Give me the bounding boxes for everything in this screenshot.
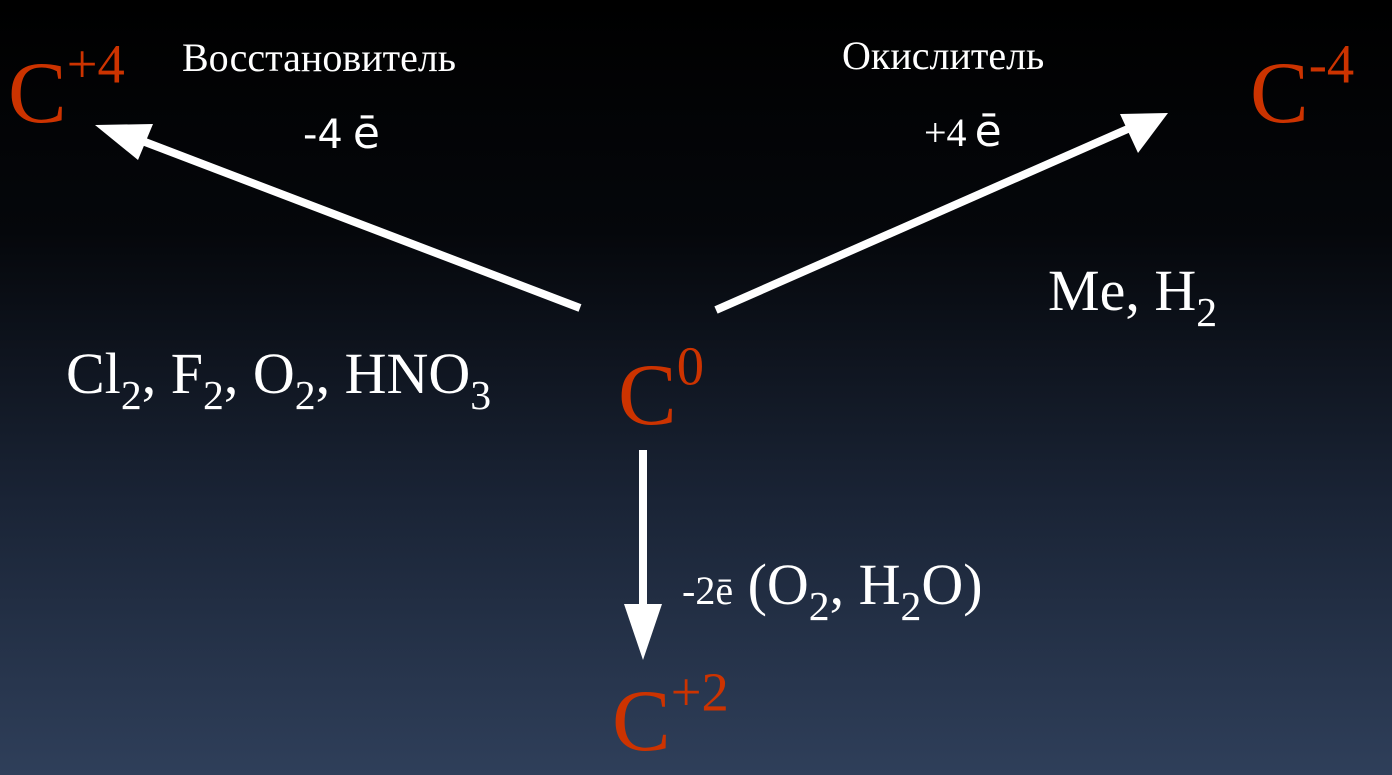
electron-symbol: ē <box>352 108 380 159</box>
agent-metal-hydrogen: Me, H <box>1048 258 1197 323</box>
reducer-label: Восстановитель <box>182 35 457 80</box>
arrow-to-c-minus4 <box>714 113 1168 314</box>
arrow-to-c-plus4 <box>95 124 582 312</box>
oxidation-state: -4 <box>1308 33 1355 95</box>
subscript: 2 <box>1196 289 1218 336</box>
oxidation-state: 0 <box>676 335 704 397</box>
species-c-zero: C0 <box>618 339 704 440</box>
agent-nitric-acid: HNO3 <box>344 341 492 419</box>
electron-symbol: ē <box>974 106 1002 157</box>
arrow-to-c-plus2 <box>624 450 662 660</box>
species-symbol: C <box>612 673 671 770</box>
transfer-sign: +4 <box>924 110 967 155</box>
species-symbol: C <box>1250 45 1309 142</box>
agent-chlorine: Cl2, <box>66 341 171 419</box>
reducer-agents: Cl2, F2, O2, HNO3 <box>66 345 491 417</box>
agent-fluorine: F2, <box>170 341 253 419</box>
oxidizer-agents: Me, H2 <box>1048 262 1217 334</box>
species-c-plus4: C+4 <box>8 37 125 138</box>
electron-transfer: -2ē <box>682 568 734 613</box>
agent-oxygen: O2, <box>252 341 345 419</box>
oxidation-state: +4 <box>66 33 125 95</box>
transfer-sign: -4 <box>303 112 343 158</box>
oxidation-to-c-plus2: -2ē (O2, H2O) <box>682 556 983 628</box>
oxidation-state: +2 <box>670 661 729 723</box>
species-c-minus4: C-4 <box>1250 37 1354 138</box>
oxidizer-label: Окислитель <box>842 33 1045 78</box>
species-c-plus2: C+2 <box>612 665 729 766</box>
species-symbol: C <box>8 45 67 142</box>
species-symbol: C <box>618 347 677 444</box>
condition-agents: (O2, H2O) <box>747 552 983 630</box>
